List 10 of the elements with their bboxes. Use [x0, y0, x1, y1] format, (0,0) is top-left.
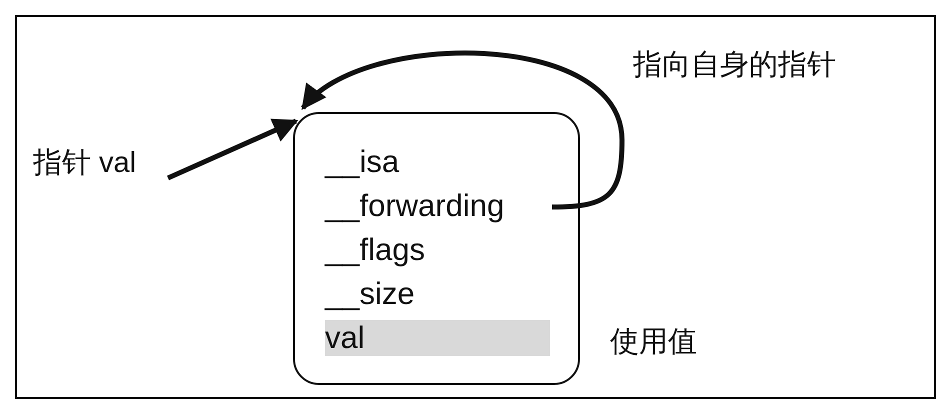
arrow	[301, 50, 624, 210]
field-name: __forwarding	[325, 188, 504, 224]
field-cell: val	[325, 320, 550, 356]
struct-box	[293, 112, 580, 385]
note-label: 使用值	[610, 325, 697, 360]
pointer-label: 指针 val	[33, 145, 136, 181]
field-name: __size	[325, 276, 415, 312]
field-name: __isa	[325, 144, 400, 180]
arrow	[166, 118, 298, 180]
field-name: __flags	[325, 232, 425, 268]
